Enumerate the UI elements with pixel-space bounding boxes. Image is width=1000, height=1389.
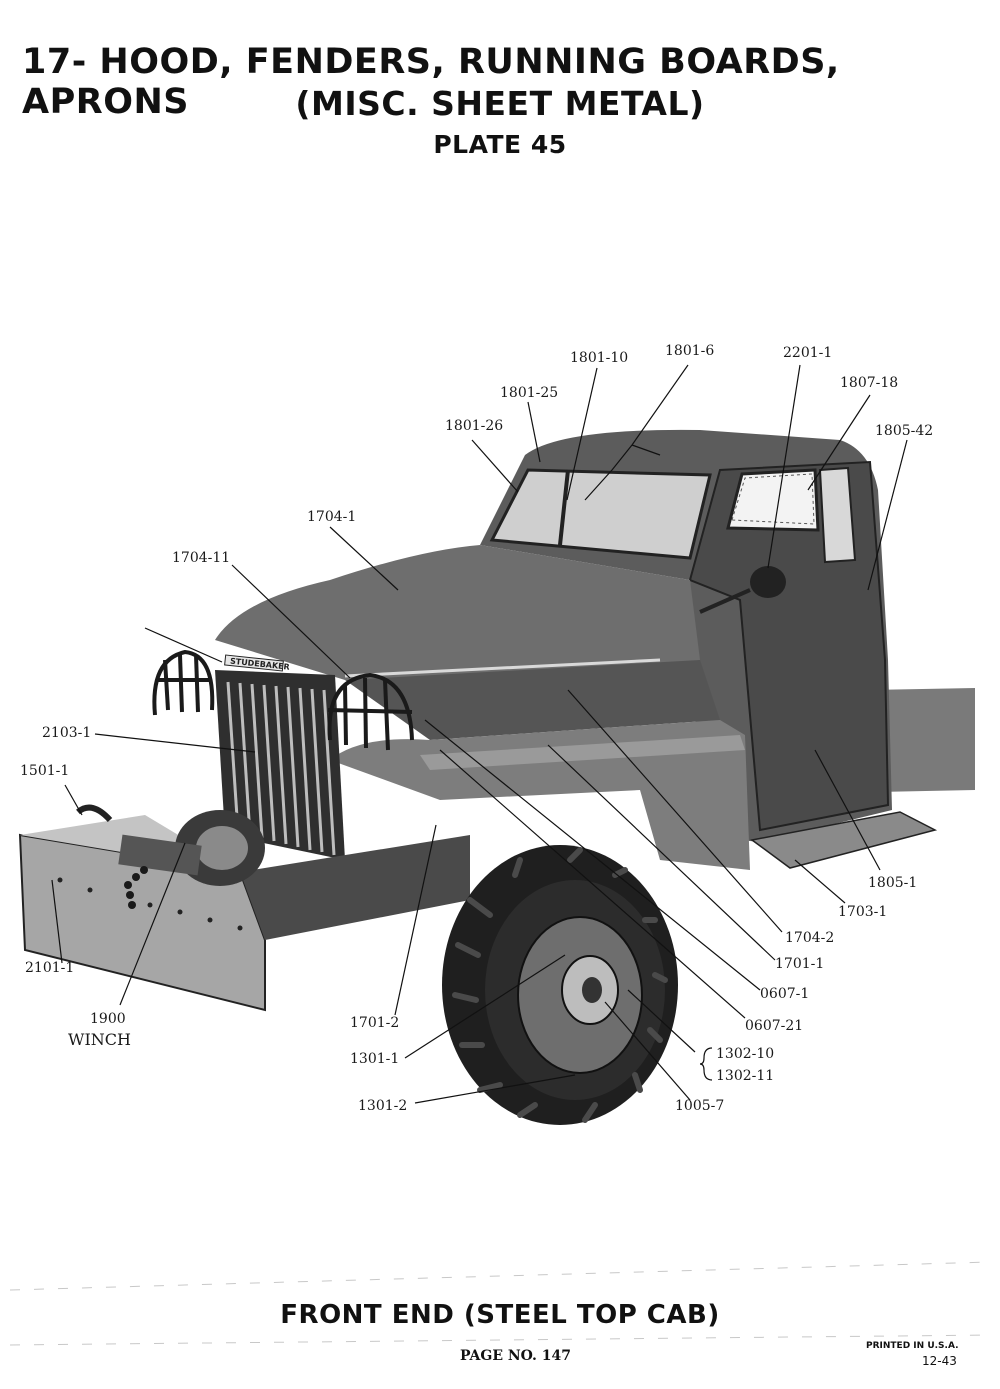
page-title: 17- HOOD, FENDERS, RUNNING BOARDS, APRON… [22, 42, 840, 122]
callout-labels: 1801-10 1801-6 2201-1 1807-18 1801-25 18… [20, 343, 933, 1114]
plate-number: PLATE 45 [433, 130, 567, 159]
printed-in-note: PRINTED IN U.S.A. [866, 1341, 959, 1351]
truck-photo: STUDEBAKER [18, 429, 975, 1125]
callout-1301-1: 1301-1 [350, 1051, 399, 1067]
callout-1801-6: 1801-6 [665, 343, 714, 359]
callout-1302-11: 1302-11 [716, 1068, 774, 1084]
callout-1805-42: 1805-42 [875, 423, 933, 439]
callout-1801-10: 1801-10 [570, 350, 628, 366]
callout-1801-26: 1801-26 [445, 418, 503, 434]
callout-1701-1: 1701-1 [775, 956, 824, 972]
callout-1807-18: 1807-18 [840, 375, 898, 391]
callout-1704-2: 1704-2 [785, 930, 834, 946]
page-subtitle: (MISC. SHEET METAL) [295, 84, 705, 123]
callout-2101-1: 2101-1 [25, 960, 74, 976]
callout-1301-2: 1301-2 [358, 1098, 407, 1114]
callout-2103-1: 2103-1 [42, 725, 91, 741]
callout-0607-21: 0607-21 [745, 1018, 803, 1034]
callout-1302-10: 1302-10 [716, 1046, 774, 1062]
callout-1703-1: 1703-1 [838, 904, 887, 920]
leader-lines [51, 364, 908, 1104]
callout-1701-2: 1701-2 [350, 1015, 399, 1031]
callout-1501-1: 1501-1 [20, 763, 69, 779]
callout-winch: WINCH [68, 1030, 131, 1049]
callout-1005-7: 1005-7 [675, 1098, 724, 1114]
callout-1801-25: 1801-25 [500, 385, 558, 401]
print-date: 12-43 [922, 1354, 957, 1368]
callout-1900: 1900 [90, 1011, 126, 1027]
callout-1704-1: 1704-1 [307, 509, 356, 525]
callout-2201-1: 2201-1 [783, 345, 832, 361]
page-number: PAGE NO. 147 [460, 1348, 572, 1364]
figure-caption: FRONT END (STEEL TOP CAB) [280, 1300, 720, 1330]
callout-0607-1: 0607-1 [760, 986, 809, 1002]
scan-artifacts [9, 1261, 991, 1346]
callout-1704-11: 1704-11 [172, 550, 230, 566]
callout-1805-1: 1805-1 [868, 875, 917, 891]
